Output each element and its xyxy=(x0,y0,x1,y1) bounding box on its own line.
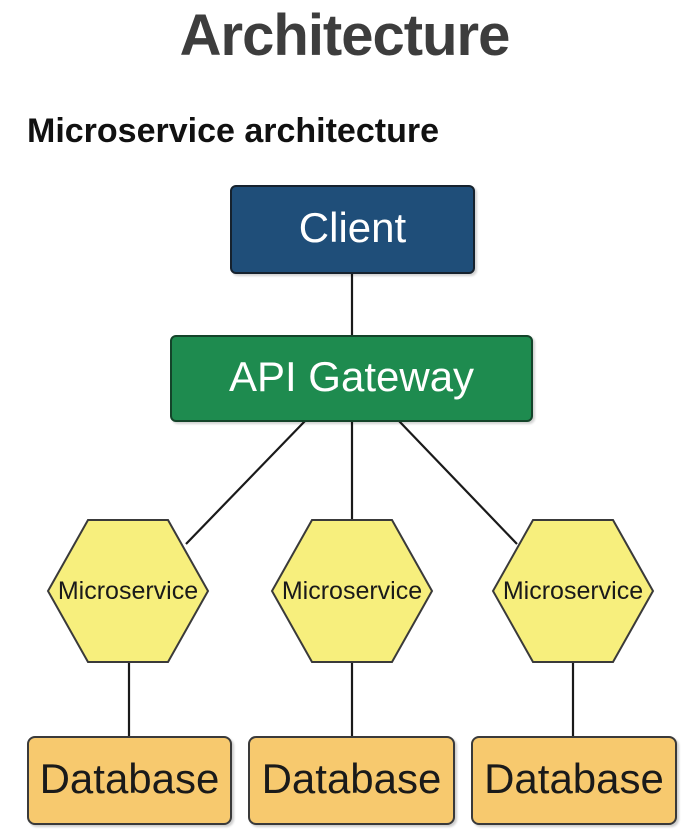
api-gateway-label: API Gateway xyxy=(228,352,475,400)
microservice-node-2: Microservice xyxy=(270,518,434,664)
connector-gateway-microservice-1 xyxy=(185,420,306,545)
api-gateway-node: API Gateway xyxy=(170,335,533,422)
hexagon-shape xyxy=(270,519,434,663)
page-title: Architecture xyxy=(179,3,511,68)
microservice-label: Microservice xyxy=(502,576,644,605)
microservice-label: Microservice xyxy=(57,576,199,605)
hexagon-shape xyxy=(46,519,210,663)
database-node-3: Database xyxy=(471,736,677,825)
database-label: Database xyxy=(484,754,664,802)
microservice-node-1: Microservice xyxy=(46,518,210,664)
connector-gateway-microservice-3 xyxy=(398,420,518,545)
section-heading: Microservice architecture xyxy=(27,112,439,150)
database-node-1: Database xyxy=(27,736,232,825)
hexagon-shape xyxy=(491,519,655,663)
microservice-node-3: Microservice xyxy=(491,518,655,664)
database-label: Database xyxy=(261,754,442,802)
client-label: Client xyxy=(298,203,407,251)
microservice-label: Microservice xyxy=(281,576,423,605)
database-label: Database xyxy=(39,754,220,802)
database-node-2: Database xyxy=(248,736,455,825)
client-node: Client xyxy=(230,185,475,274)
